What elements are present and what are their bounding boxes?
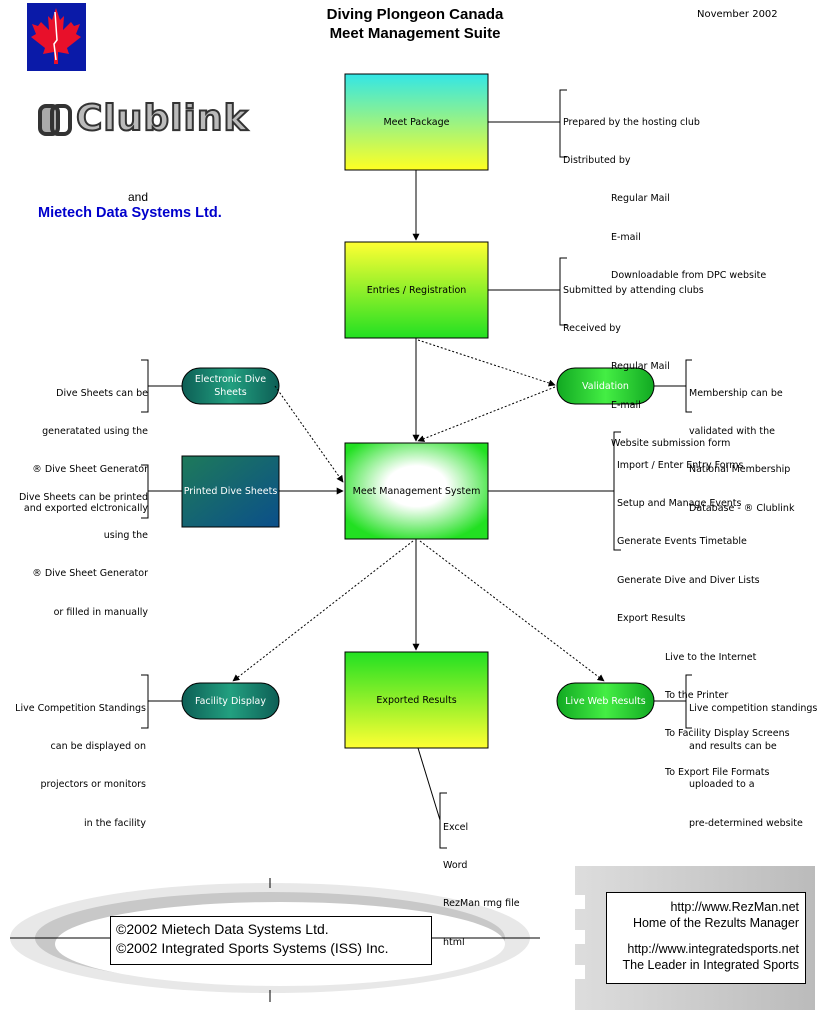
note-subline: To Facility Display Screens — [665, 728, 790, 740]
note-line: projectors or monitors — [40, 779, 146, 791]
note-line: Prepared by the hosting club — [563, 116, 700, 128]
printed-note: Dive Sheets can be printed using the ® D… — [0, 466, 148, 632]
note-line: or filled in manually — [53, 606, 148, 618]
live-web-note: Live competition standings and results c… — [689, 677, 817, 843]
note-subline: To Export File Formats — [665, 766, 770, 778]
facility-display-label: Facility Display — [195, 695, 266, 707]
entries-note: Submitted by attending clubs Received by… — [563, 259, 730, 464]
maple-leaf-logo — [27, 3, 86, 71]
note-subline: E-mail — [611, 399, 641, 411]
meet-management-node: Meet Management System — [345, 443, 488, 539]
links-box: http://www.RezMan.net Home of the Rezult… — [606, 892, 806, 984]
meet-package-label: Meet Package — [383, 116, 450, 128]
entries-shape — [344, 241, 489, 339]
title-line-1: Diving Plongeon Canada — [326, 6, 504, 23]
note-line: ® Dive Sheet Generator — [32, 568, 148, 580]
note-line: Setup and Manage Events — [617, 497, 742, 509]
note-line: Import / Enter Entry Forms — [617, 459, 744, 471]
note-line: ® Dive Sheet Generator — [32, 464, 148, 476]
copyright-line-1: ©2002 Mietech Data Systems Ltd. — [116, 921, 329, 937]
note-line: Submitted by attending clubs — [563, 284, 704, 296]
printed-dive-sheets-shape — [181, 455, 280, 528]
note-line: html — [443, 936, 465, 948]
note-line: in the facility — [84, 817, 146, 829]
meet-package-shape — [344, 73, 489, 171]
live-web-results-node: Live Web Results — [557, 683, 654, 719]
facility-note: Live Competition Standings can be displa… — [0, 677, 146, 843]
entries-label: Entries / Registration — [366, 284, 467, 296]
electronic-dive-sheets-label: Electronic Dive Sheets — [194, 374, 267, 398]
note-subline: Website submission form — [611, 438, 731, 450]
note-line: Received by — [563, 322, 621, 334]
exported-results-node: Exported Results — [345, 652, 488, 748]
note-line: and exported elctronically — [23, 502, 148, 514]
electronic-note: Dive Sheets can be generatated using the… — [0, 362, 148, 528]
note-line: Live competition standings — [689, 702, 818, 714]
iss-desc: The Leader in Integrated Sports — [622, 958, 799, 972]
live-web-results-label: Live Web Results — [565, 695, 646, 707]
clublink-logo: Clublink — [75, 97, 249, 140]
note-subline: Regular Mail — [611, 193, 670, 205]
note-line: Excel — [443, 821, 469, 833]
note-line: Word — [443, 859, 468, 871]
validation-label: Validation — [582, 380, 629, 392]
meet-management-note: Import / Enter Entry Forms Setup and Man… — [617, 434, 790, 792]
note-line: Database - ® Clublink — [689, 502, 795, 514]
printed-dive-sheets-label: Printed Dive Sheets — [183, 486, 278, 497]
title-line-2: Meet Management Suite — [329, 25, 501, 42]
note-line: Dive Sheets can be — [56, 387, 148, 399]
note-line: generatated using the — [42, 425, 148, 437]
note-line: and results can be — [689, 740, 777, 752]
meet-package-node: Meet Package — [345, 74, 488, 170]
electronic-dive-sheets-node: Electronic Dive Sheets — [182, 368, 279, 404]
note-line: validated with the — [689, 425, 775, 437]
meet-management-shape — [344, 442, 489, 540]
note-line: Export Results — [617, 613, 686, 625]
printed-dive-sheets-node: Printed Dive Sheets — [182, 456, 279, 527]
exported-note: Excel Word RezMan rmg file html — [443, 796, 520, 962]
facility-display-node: Facility Display — [182, 683, 279, 719]
iss-link[interactable]: http://www.integratedsports.net — [627, 942, 799, 956]
note-line: using the — [103, 529, 148, 541]
note-line: RezMan rmg file — [443, 898, 520, 910]
note-subline: Regular Mail — [611, 361, 670, 373]
validation-note: Membership can be validated with the Nat… — [689, 362, 794, 528]
exported-results-shape — [344, 651, 489, 749]
clublink-emblem — [38, 104, 72, 136]
note-line: Distributed by — [563, 154, 631, 166]
entries-node: Entries / Registration — [345, 242, 488, 338]
note-line: pre-determined website — [689, 817, 803, 829]
exported-results-label: Exported Results — [376, 694, 457, 706]
note-line: Live Competition Standings — [15, 702, 146, 714]
note-line: National Membership — [689, 464, 791, 476]
note-line: Dive Sheets can be printed — [18, 491, 148, 503]
note-line: can be displayed on — [50, 740, 146, 752]
note-line: Membership can be — [689, 387, 783, 399]
date-label: November 2002 — [697, 9, 778, 20]
validation-node: Validation — [557, 368, 654, 404]
note-line: Generate Events Timetable — [617, 536, 747, 548]
note-line: Generate Dive and Diver Lists — [617, 574, 760, 586]
copyright-line-2: ©2002 Integrated Sports Systems (ISS) In… — [116, 940, 389, 956]
rezman-link[interactable]: http://www.RezMan.net — [670, 900, 799, 914]
meet-management-label: Meet Management System — [352, 485, 481, 497]
note-subline: Downloadable from DPC website — [611, 270, 767, 282]
meet-package-note: Prepared by the hosting club Distributed… — [563, 91, 766, 296]
note-subline: To the Printer — [665, 689, 729, 701]
note-subline: Live to the Internet — [665, 651, 757, 663]
copyright-box: ©2002 Mietech Data Systems Ltd. ©2002 In… — [110, 916, 432, 965]
rezman-desc: Home of the Rezults Manager — [632, 916, 799, 930]
note-line: uploaded to a — [689, 779, 755, 791]
note-subline: E-mail — [611, 231, 641, 243]
mietech-label: Mietech Data Systems Ltd. — [38, 205, 222, 221]
and-text: and — [128, 190, 149, 204]
